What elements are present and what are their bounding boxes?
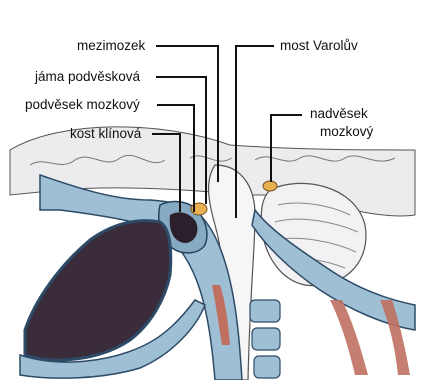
vertebra-3 [254, 356, 280, 378]
pineal-gland [263, 181, 277, 191]
label-nadvesek-line1: nadvěsek [310, 106, 368, 121]
nasal-cavity [25, 221, 171, 360]
vertebra-2 [252, 328, 280, 350]
label-most-varoluv: most Varolův [280, 38, 358, 53]
label-mezimozek: mezimozek [77, 38, 145, 53]
vertebra-1 [250, 300, 280, 322]
label-nadvesek-line2: mozkový [320, 124, 373, 139]
label-podvesek-mozkovy: podvěsek mozkový [25, 97, 140, 112]
label-kost-klinova: kost klínová [70, 126, 141, 141]
label-jama-podveskova: jáma podvěsková [35, 69, 140, 84]
